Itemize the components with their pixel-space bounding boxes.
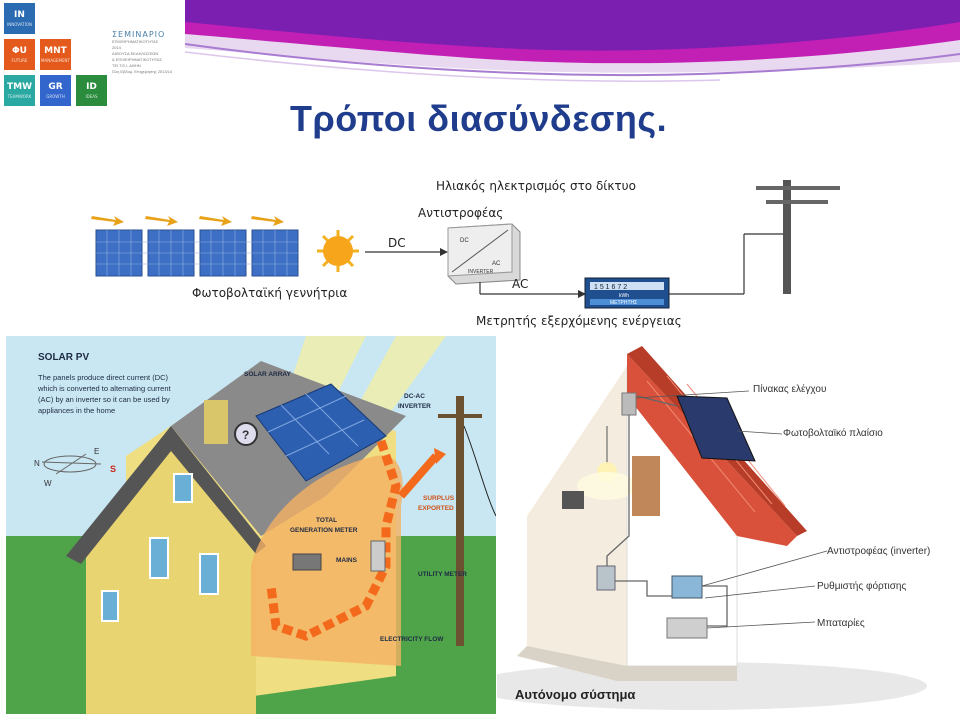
pv-generator-label: Φωτοβολταϊκή γεννήτρια [192, 286, 347, 300]
seminar-line: ΑΙΘΟΥΣΑ ΕΚΔΗΛΩΣΕΩΝ [112, 51, 159, 56]
seminar-title: ΣΕΜΙΝΑΡΙΟ [112, 30, 166, 39]
batteries-label: Μπαταρίες [817, 617, 865, 629]
electricity-flow-label: ELECTRICITY FLOW [380, 636, 444, 643]
pv-module-label: Φωτοβολταϊκό πλαίσιο [783, 427, 883, 439]
sun-icon [317, 230, 359, 272]
meter-name: ΜΕΤΡΗΤΗΣ [610, 300, 637, 306]
inverter-box: DC AC INVERTER [447, 223, 521, 285]
inverter-label: Αντιστροφέας (inverter) [827, 545, 930, 557]
seminar-line: ΤΕΙ Τ.Ε.Ι. ΑΘΗΝ [112, 63, 141, 68]
solar-array-label: SOLAR ARRAY [244, 371, 291, 378]
inverter-dc-text: DC [460, 238, 469, 244]
energy-meter: 1 5 1 6 7 2 kWh ΜΕΤΡΗΤΗΣ [584, 277, 670, 309]
solar-pv-house-illustration: ? N E S W SOLAR PV The panels produce di… [6, 336, 496, 714]
solar-pv-body: which is converted to alternating curren… [37, 384, 171, 393]
ac-label: AC [512, 277, 528, 291]
inverter-label: DC-AC [404, 393, 425, 400]
export-meter-label: Μετρητής εξερχόμενης ενέργειας [476, 314, 682, 328]
surplus-label: EXPORTED [418, 505, 454, 512]
seminar-line: ΕΠΙΧΕΙΡΗΜΑΤΙΚΟΤΗΤΑΣ [112, 39, 159, 44]
utility-meter-label: UTILITY METER [418, 571, 467, 578]
compass-n: N [34, 459, 40, 468]
surplus-label: SURPLUS [423, 495, 455, 502]
compass-w: W [44, 479, 52, 488]
control-panel-label: Πίνακας ελέγχου [753, 383, 826, 395]
solar-pv-body: The panels produce direct current (DC) [38, 373, 169, 382]
grid-solar-label: Ηλιακός ηλεκτρισμός στο δίκτυο [436, 179, 636, 193]
solar-panels [95, 229, 299, 277]
inverter-label: Αντιστροφέας [418, 206, 503, 220]
sunlight-arrows [91, 216, 284, 226]
seminar-line: & ΕΠΙΧΕΙΡΗΜΑΤΙΚΟΤΗΤΑΣ [112, 57, 162, 62]
inverter-name-text: INVERTER [468, 269, 494, 275]
solar-pv-body: appliances in the home [38, 406, 115, 415]
compass-icon: N E S W [34, 447, 116, 488]
inverter-ac-text: AC [492, 261, 501, 267]
seminar-line: 2014 [112, 45, 121, 50]
header-banner [184, 0, 960, 82]
dc-label: DC [388, 236, 406, 250]
standalone-caption: Αυτόνομο σύστημα [515, 687, 635, 702]
solar-pv-heading: SOLAR PV [38, 352, 89, 363]
compass-s: S [110, 464, 116, 474]
mains-label: MAINS [336, 557, 358, 564]
seminar-line: Όλη Εβδομ. Επιχείρησης 2013/14 [112, 69, 173, 74]
inverter-label: INVERTER [398, 403, 431, 410]
charge-controller-label: Ρυθμιστής φόρτισης [817, 580, 906, 592]
solar-pv-body: (AC) by an inverter so it can be used by [38, 395, 170, 404]
utility-pole-icon [756, 180, 840, 294]
meter-digits: 1 5 1 6 7 2 [594, 284, 627, 291]
svg-text:?: ? [242, 428, 249, 442]
meter-unit: kWh [619, 293, 629, 299]
seminar-info: ΣΕΜΙΝΑΡΙΟ ΕΠΙΧΕΙΡΗΜΑΤΙΚΟΤΗΤΑΣ 2014 ΑΙΘΟΥ… [112, 30, 192, 75]
grid-connection-diagram: Φωτοβολταϊκή γεννήτρια DC Αντιστροφέας D… [91, 179, 840, 328]
page-title: Τρόποι διασύνδεσης. [290, 98, 668, 139]
total-meter-label: GENERATION METER [290, 527, 358, 534]
compass-e: E [94, 447, 99, 456]
total-meter-label: TOTAL [316, 517, 337, 524]
standalone-system-illustration: Πίνακας ελέγχου Φωτοβολταϊκό πλαίσιο Αντ… [497, 336, 956, 714]
